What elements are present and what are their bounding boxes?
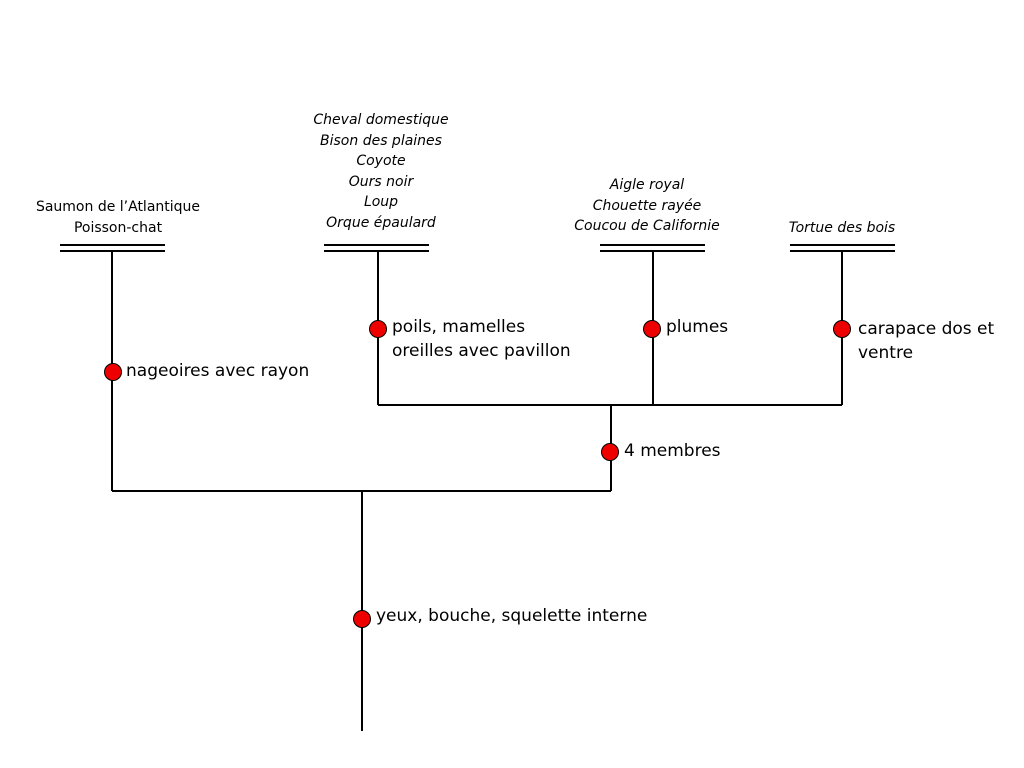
character-bird: plumes — [666, 315, 728, 339]
taxon-fish: Saumon de l’Atlantique Poisson-chat — [0, 197, 236, 238]
species-name: Bison des plaines — [320, 132, 442, 149]
species-name: Orque épaulard — [326, 214, 436, 231]
tip-bar-turtle — [790, 244, 895, 252]
taxon-turtle: Tortue des bois — [742, 218, 942, 239]
marker-fish-fins — [104, 363, 122, 381]
marker-vertebrate — [353, 610, 371, 628]
species-name: Saumon de l’Atlantique — [35, 199, 201, 215]
character-fish-fins: nageoires avec rayon — [126, 359, 309, 383]
species-name: Poisson-chat — [73, 219, 163, 236]
taxon-birds: Aigle royal Chouette rayée Coucou de Cal… — [527, 175, 767, 237]
character-line: poils, mamelles — [392, 317, 526, 337]
character-line: yeux, bouche, squelette interne — [376, 606, 648, 626]
character-line: carapace dos et — [858, 319, 995, 339]
marker-turtle — [833, 320, 851, 338]
tip-bar-fish — [60, 244, 165, 252]
species-name: Ours noir — [348, 173, 414, 190]
tip-bar-mammals — [324, 244, 429, 252]
character-tetrapod: 4 membres — [624, 439, 721, 463]
character-line: oreilles avec pavillon — [392, 341, 571, 361]
species-name: Loup — [363, 194, 399, 210]
character-vertebrate: yeux, bouche, squelette interne — [376, 604, 647, 628]
character-turtle: carapace dos et ventre — [858, 317, 994, 365]
character-mammal: poils, mamelles oreilles avec pavillon — [392, 315, 571, 363]
marker-bird — [643, 320, 661, 338]
tip-bar-birds — [600, 244, 705, 252]
species-name: Tortue des bois — [788, 220, 896, 236]
marker-tetrapod — [601, 443, 619, 461]
character-line: 4 membres — [624, 441, 721, 461]
species-name: Coucou de Californie — [574, 218, 720, 234]
species-name: Coyote — [356, 153, 406, 169]
character-line: plumes — [666, 317, 729, 337]
character-line: nageoires avec rayon — [126, 361, 310, 381]
marker-mammal — [369, 320, 387, 338]
species-name: Aigle royal — [609, 177, 685, 193]
species-name: Chouette rayée — [592, 197, 702, 214]
character-line: ventre — [858, 343, 914, 363]
species-name: Cheval domestique — [313, 112, 449, 128]
taxon-mammals: Cheval domestique Bison des plaines Coyo… — [261, 110, 501, 233]
